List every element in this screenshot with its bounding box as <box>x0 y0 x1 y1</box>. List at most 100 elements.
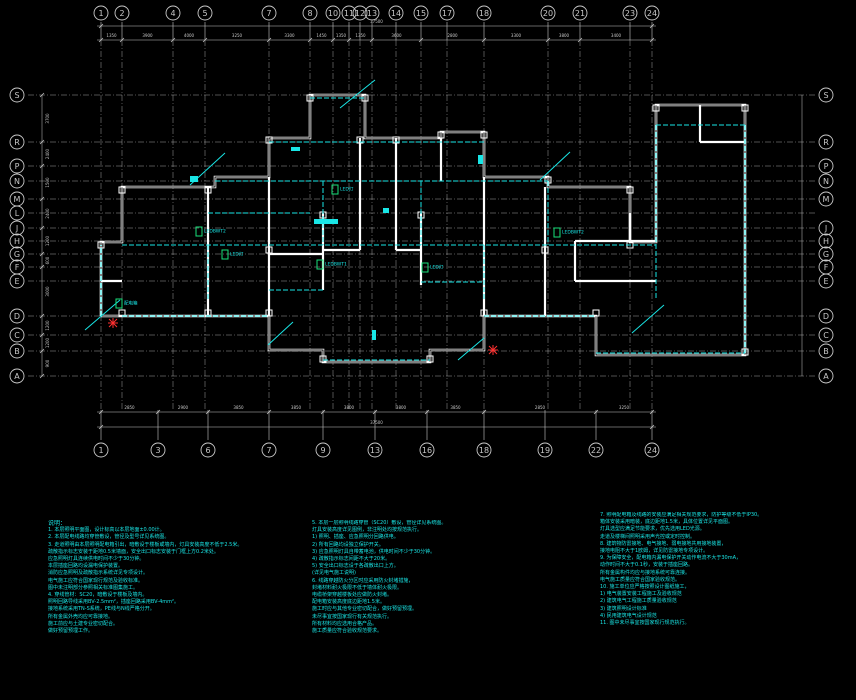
axis-bubble-left-label: G <box>14 250 20 259</box>
equipment-label: LED灯 <box>430 264 444 271</box>
axis-bubble-top-circle <box>114 5 130 21</box>
structural-column <box>592 309 600 317</box>
axis-bubble-left-circle <box>9 220 25 236</box>
note-line: 接地系统采用TN-S系统，PE线与N线严格分开。 <box>48 606 155 613</box>
dim-bottom-segments-tick <box>424 409 430 415</box>
axis-bubble-top-circle <box>388 5 404 21</box>
equipment-label: LEDBWT2 <box>562 230 584 236</box>
equipment-box <box>115 298 123 309</box>
dim-left-tick <box>39 348 45 354</box>
note-line: 灯具选型应满足节能要求，优先选用LED光源。 <box>600 526 705 533</box>
axis-bubble-right-circle <box>818 87 834 103</box>
design-notes-column-2: 5. 本层一层照明线路穿管（SC20）敷设，管径详见系统图。 灯具安装高度详见图… <box>312 520 582 696</box>
dim-top-segments-text: 3300 <box>284 33 295 38</box>
axis-bubble-right-label: C <box>823 331 829 340</box>
axis-bubble-top-circle <box>540 5 556 21</box>
axis-bubble-top-label: 17 <box>442 9 452 18</box>
axis-bubble-left-circle <box>9 205 25 221</box>
dim-bottom-segments-text: 3800 <box>344 405 355 410</box>
dim-left-tick <box>39 225 45 231</box>
axis-bubble-top-label: 14 <box>391 9 401 18</box>
dim-left-tick <box>39 251 45 257</box>
axis-bubble-top-circle <box>93 5 109 21</box>
axis-bubble-top-label: 10 <box>328 9 338 18</box>
axis-bubble-left-label: H <box>14 237 20 246</box>
dim-top-overall-text: 37500 <box>370 19 383 24</box>
dim-top-segments-tick <box>577 37 583 43</box>
axis-bubble-bottom-circle <box>200 442 216 458</box>
axis-bubble-left-label: N <box>14 177 20 186</box>
note-line: 1) 电气装置安装工程施工及验收规范 <box>600 591 682 598</box>
axis-bubble-left-circle <box>9 233 25 249</box>
dim-top-segments-tick <box>119 37 125 43</box>
note-line: 2) 所有回路均设独立保护开关。 <box>312 541 384 548</box>
axis-bubble-left-label: A <box>14 372 20 381</box>
note-line: 施工时应与其他专业密切配合，做好预留预埋。 <box>312 606 418 613</box>
dim-left-text: 1500 <box>45 177 50 188</box>
dim-top-overall-tick <box>98 23 104 29</box>
axis-bubble-bottom-label: 9 <box>320 446 325 455</box>
equipment-label: LED灯 <box>340 186 354 193</box>
note-line: 说明： <box>48 520 67 527</box>
axis-bubble-left-circle <box>9 158 25 174</box>
axis-bubble-left-circle <box>9 173 25 189</box>
axis-bubble-right-circle <box>818 343 834 359</box>
axis-bubble-bottom-label: 13 <box>370 446 380 455</box>
dim-bottom-segments-tick <box>481 409 487 415</box>
note-line: 箱体安装采用暗装，底边距地1.5米，具体位置详见平面图。 <box>600 519 733 526</box>
dim-bottom-segments-text: 3850 <box>291 405 302 410</box>
axis-bubble-left-label: M <box>14 195 21 204</box>
structural-column <box>265 136 273 144</box>
leader-arrow <box>457 337 485 361</box>
axis-bubble-bottom-label: 6 <box>205 446 210 455</box>
axis-bubble-top-label: 8 <box>307 9 312 18</box>
equipment-label: LED灯 <box>230 251 244 258</box>
note-line: 10. 施工单位应严格按照设计图纸施工， <box>600 584 690 591</box>
dim-top-segments-tick <box>418 37 424 43</box>
axis-bubble-bottom-circle <box>367 442 383 458</box>
axis-bubble-bottom-label: 3 <box>155 446 160 455</box>
axis-bubble-left-circle <box>9 134 25 150</box>
note-line: 走道及楼梯间照明采用声光控或定时控制。 <box>600 533 696 540</box>
dim-top-segments-tick <box>307 37 313 43</box>
leader-arrow <box>539 151 571 181</box>
dim-bottom-segments-tick <box>372 409 378 415</box>
axis-bubble-right-circle <box>818 191 834 207</box>
note-line: 1. 本层照明平面图，设计标高以本层地面±0.00计。 <box>48 527 165 534</box>
note-line: 施工质量应符合验收规范要求。 <box>312 628 383 635</box>
axis-bubble-bottom-circle <box>588 442 604 458</box>
axis-bubble-right-circle <box>818 233 834 249</box>
note-line: 所有金属构件均应与接地系统可靠连接。 <box>600 569 691 576</box>
equipment-box <box>421 262 429 273</box>
axis-bubble-bottom-circle <box>644 442 660 458</box>
fixture-block <box>190 176 198 182</box>
note-line: 施工前应与土建专业密切配合。 <box>48 620 119 627</box>
dim-top-segments-text: 1450 <box>316 33 327 38</box>
axis-bubble-bottom-label: 16 <box>422 446 432 455</box>
note-line: 6. 线路穿越防火分区时应采用防火封堵措施， <box>312 577 414 584</box>
axis-bubble-bottom-label: 18 <box>479 446 489 455</box>
note-line: 2) 建筑电气工程施工质量验收规范 <box>600 598 677 605</box>
axis-bubble-top-circle <box>439 5 455 21</box>
dim-bottom-overall-tick <box>98 424 104 430</box>
dim-top-segments-text: 4000 <box>184 33 195 38</box>
equipment-box <box>553 227 561 238</box>
note-line: 所有材料均应选用合格产品。 <box>312 620 378 627</box>
axis-bubble-top-circle <box>261 5 277 21</box>
dim-top-segments-text: 3250 <box>232 33 243 38</box>
structural-column <box>118 186 126 194</box>
axis-bubble-top-label: 7 <box>266 9 271 18</box>
axis-bubble-right-circle <box>818 368 834 384</box>
axis-bubble-top-circle <box>622 5 638 21</box>
axis-bubble-left-circle <box>9 273 25 289</box>
structural-column <box>426 355 434 363</box>
dim-left-tick <box>39 373 45 379</box>
axis-bubble-bottom-circle <box>419 442 435 458</box>
axis-bubble-right-label: H <box>823 237 829 246</box>
axis-bubble-right-label: A <box>823 372 829 381</box>
axis-bubble-right-label: M <box>823 195 830 204</box>
dim-top-segments-tick <box>545 37 551 43</box>
axis-bubble-left-circle <box>9 87 25 103</box>
dim-left-text: 600 <box>45 256 50 264</box>
